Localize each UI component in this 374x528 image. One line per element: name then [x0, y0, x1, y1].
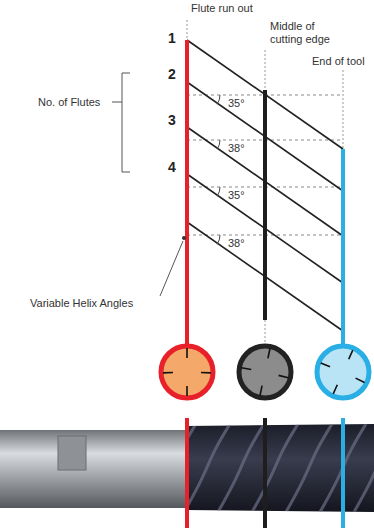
- flute-stripe: [218, 424, 264, 512]
- flute-stripe: [252, 424, 298, 512]
- section-circle: [239, 346, 291, 398]
- reference-line: [265, 50, 266, 90]
- flute-tick: [333, 385, 337, 394]
- angle-label: 35°: [228, 189, 245, 202]
- callout-number: 2: [168, 66, 176, 82]
- flute-stripes: [150, 424, 374, 512]
- callout-number: 4: [168, 159, 176, 175]
- section-circle: [317, 346, 369, 398]
- reference-line: [187, 20, 188, 40]
- fluted-body: [186, 424, 374, 512]
- middle-line: [263, 90, 267, 320]
- reference-line: [265, 320, 266, 344]
- flute-tick: [186, 348, 188, 358]
- flute-ticks: [163, 348, 365, 396]
- middle-marker: [263, 418, 267, 528]
- section-circle: [161, 346, 213, 398]
- flute-tick: [349, 350, 353, 359]
- flute-tick: [241, 368, 251, 370]
- flutes-bracket: [112, 73, 130, 172]
- flute-run-out-line: [185, 40, 189, 345]
- flute-stripe: [150, 424, 196, 512]
- flute-tick: [356, 378, 365, 382]
- flute-tick: [321, 363, 330, 367]
- end-of-tool-line: [341, 149, 345, 345]
- section-label: End of tool: [312, 55, 365, 68]
- shank-flat: [58, 436, 86, 470]
- note-label: Variable Helix Angles: [30, 297, 133, 310]
- flute-tick: [163, 372, 173, 374]
- flute-tick: [201, 372, 211, 374]
- tool-shank: [0, 430, 190, 508]
- angle-arcs: [217, 95, 220, 244]
- angle-label: 38°: [228, 142, 245, 155]
- flute-tick: [279, 375, 289, 377]
- reference-line: [343, 70, 344, 149]
- flute-tick: [268, 349, 270, 359]
- leader-line: [160, 241, 183, 296]
- heading-label: Flute run out: [191, 2, 253, 15]
- end-of-tool-marker: [341, 418, 345, 528]
- flute-stripe: [286, 424, 332, 512]
- group-label: No. of Flutes: [38, 96, 100, 109]
- angle-label: 38°: [228, 237, 245, 250]
- callout-number: 1: [168, 30, 176, 46]
- section-label: Middle of cutting edge: [270, 20, 334, 46]
- leader-dot: [182, 236, 186, 240]
- helix-lines: [187, 40, 343, 331]
- flute-tick: [260, 386, 262, 396]
- flute-stripe: [354, 424, 374, 512]
- angle-label: 35°: [228, 97, 245, 110]
- flute-stripe: [184, 424, 230, 512]
- flute-tick: [186, 386, 188, 396]
- callout-number: 3: [168, 112, 176, 128]
- flute-run-out-marker: [185, 418, 189, 528]
